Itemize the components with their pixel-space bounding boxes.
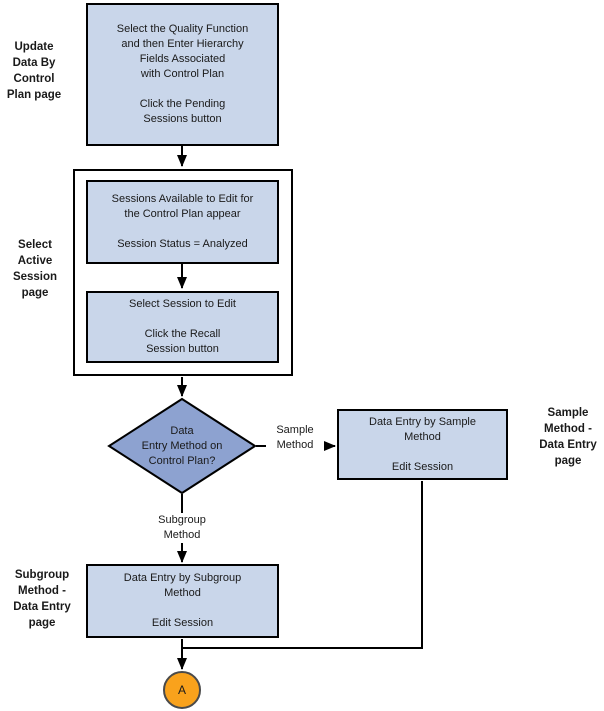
subgroup-method-page-label: Subgroup Method - Data Entry page bbox=[13, 569, 71, 629]
update-page-label: Update Data By Control Plan page bbox=[6, 41, 62, 101]
line-sample-to-merge bbox=[183, 481, 423, 649]
subgroup-method-edge-label: Subgroup Method bbox=[150, 513, 214, 543]
decision-text: Data Entry Method on Control Plan? bbox=[141, 424, 223, 467]
subgroup-method-box: Data Entry by Subgroup Method Edit Sessi… bbox=[86, 564, 279, 638]
select-session-box: Select Session to Edit Click the Recall … bbox=[86, 291, 279, 363]
select-active-session-page-label: Select Active Session page bbox=[12, 239, 58, 299]
sample-method-box: Data Entry by Sample Method Edit Session bbox=[337, 409, 508, 480]
sample-method-edge-label: Sample Method bbox=[266, 423, 324, 453]
connector-a-circle: A bbox=[163, 671, 201, 709]
decision-diamond bbox=[107, 397, 257, 495]
sample-method-page-label: Sample Method - Data Entry page bbox=[539, 407, 597, 467]
sessions-available-box: Sessions Available to Edit for the Contr… bbox=[86, 180, 279, 264]
select-active-session-container bbox=[73, 169, 293, 376]
update-data-box: Select the Quality Function and then Ent… bbox=[86, 3, 279, 146]
